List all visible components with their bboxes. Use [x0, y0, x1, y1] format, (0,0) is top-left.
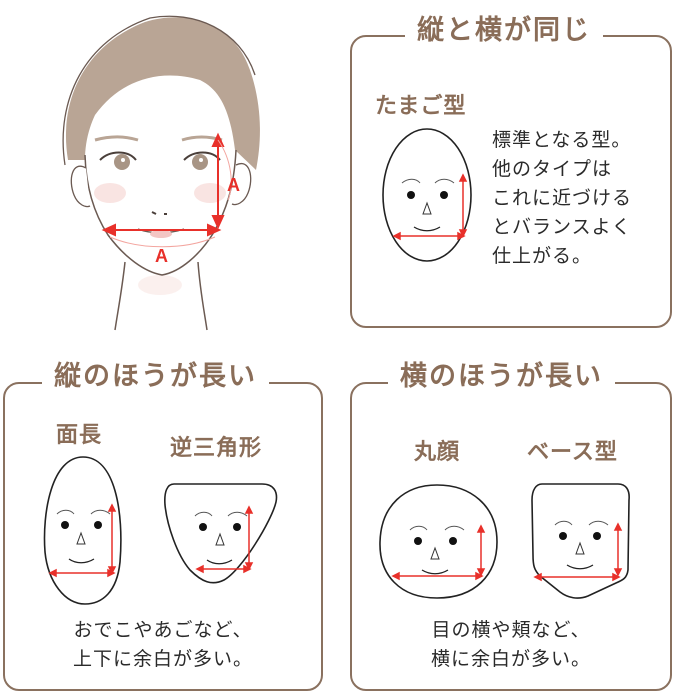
panel-vertical-title: 縦のほうが長い	[42, 360, 269, 394]
inverted-triangle-face-icon	[164, 483, 278, 584]
round-face-icon	[379, 484, 498, 599]
inverted-triangle-label: 逆三角形	[170, 435, 263, 461]
vertical-description: おでこやあごなど、 上下に余白が多い。	[3, 616, 323, 674]
panel-horizontal-title: 横のほうが長い	[388, 360, 615, 394]
long-face-icon	[43, 456, 122, 605]
desc-line: 仕上がる。	[492, 245, 593, 267]
panel-same-title: 縦と横が同じ	[405, 14, 603, 48]
desc-line: 横に余白が多い。	[430, 648, 591, 670]
desc-line: おでこやあごなど、	[73, 619, 253, 641]
desc-line: とバランスよく	[492, 216, 632, 238]
desc-line: これに近づける	[492, 187, 633, 209]
egg-description: 標準となる型。 他のタイプは これに近づける とバランスよく 仕上がる。	[492, 126, 632, 271]
horizontal-description: 目の横や頬など、 横に余白が多い。	[350, 616, 672, 674]
woman-face-icon: A A	[62, 15, 260, 331]
egg-face-icon	[382, 128, 472, 262]
base-shape-label: ベース型	[527, 439, 618, 465]
desc-line: 目の横や頬など、	[431, 619, 591, 641]
egg-shape-label: たまご型	[375, 93, 467, 119]
long-face-label: 面長	[56, 422, 103, 448]
desc-line: 上下に余白が多い。	[72, 648, 253, 670]
face-illustration: A A	[0, 0, 340, 340]
svg-text:A: A	[227, 175, 240, 195]
desc-line: 他のタイプは	[492, 158, 613, 180]
base-face-icon	[531, 483, 630, 599]
svg-text:A: A	[155, 246, 168, 266]
round-face-label: 丸顔	[414, 439, 461, 465]
desc-line: 標準となる型。	[492, 129, 632, 151]
